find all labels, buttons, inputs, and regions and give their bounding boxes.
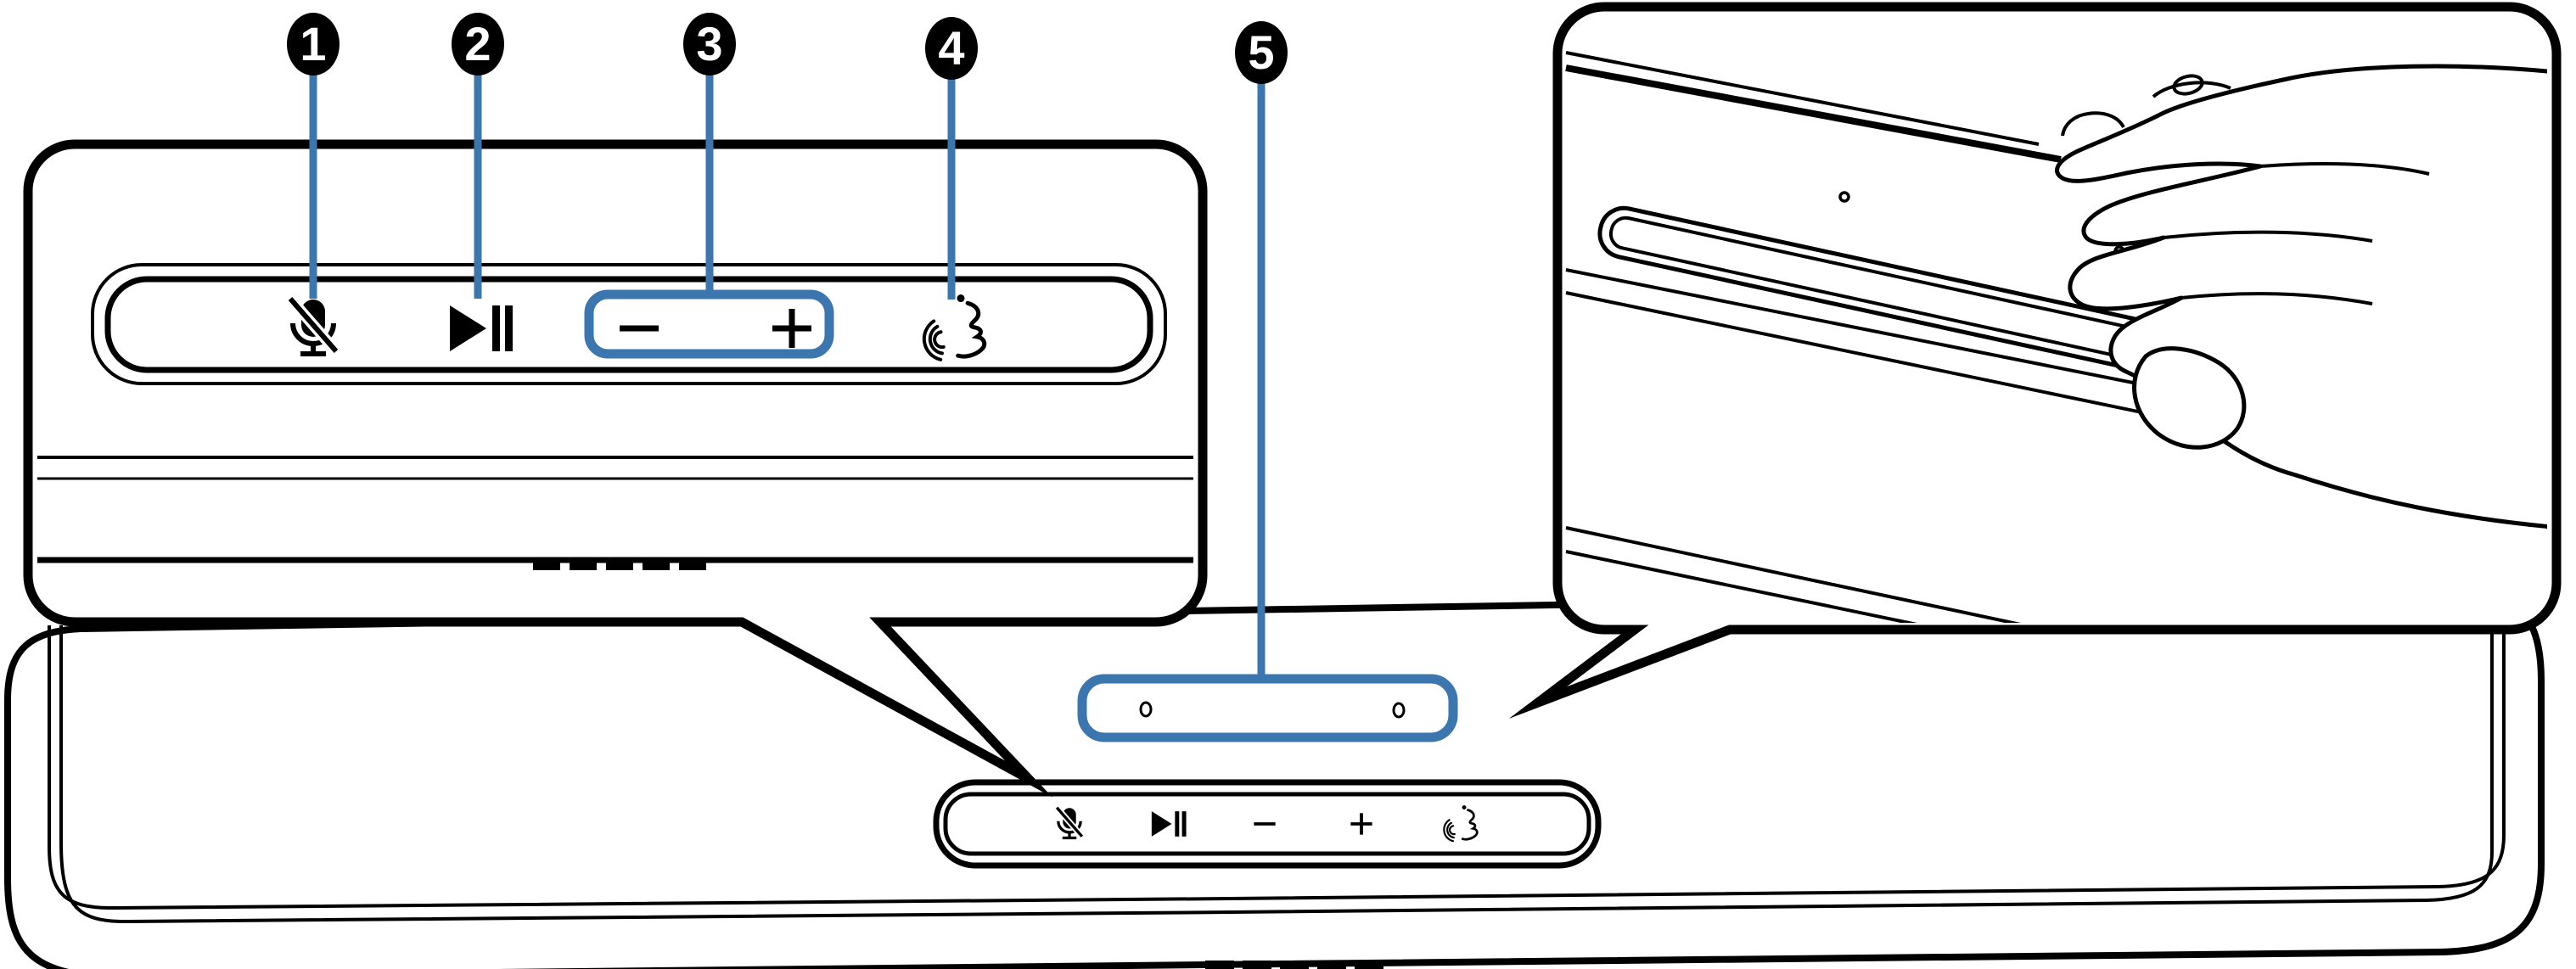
soundbar (3, 585, 2545, 969)
microphone-hole (1838, 191, 1850, 203)
fingernail (2152, 74, 2231, 98)
callout-lines (309, 49, 1266, 680)
bubble-front-edge-2 (1565, 550, 2539, 623)
bubble-top-edge-thin (1565, 51, 2040, 146)
finger-crease (2163, 230, 2373, 243)
callout-badge-4: 4 (925, 17, 978, 80)
finger-crease (2259, 162, 2430, 176)
logo-letter-tops (1205, 961, 1383, 969)
soundbar-inner-contour (48, 625, 2506, 910)
touch-gesture-bubble (1508, 2, 2562, 719)
bubble-top-edge-thick (1565, 64, 2062, 163)
callout-number-4: 4 (938, 21, 964, 75)
callout-number-1: 1 (300, 17, 326, 70)
callout-number-2: 2 (464, 17, 491, 70)
top-panel-zoom-bubble (23, 139, 1208, 798)
callout-number-5: 5 (1248, 25, 1274, 79)
callout-badge-3: 3 (683, 13, 736, 76)
microphone-hole (1139, 701, 1153, 718)
fingertip-line (2061, 111, 2125, 137)
callout-number-3: 3 (696, 17, 722, 70)
callout-badge-1: 1 (287, 13, 340, 76)
finger-crease (2180, 292, 2373, 305)
thumb-tip (2132, 346, 2247, 450)
microphones-highlight (1077, 674, 1458, 742)
microphone-hole (1392, 702, 1406, 719)
callout-badge-2: 2 (452, 13, 504, 76)
zoom-logo-letter-tops (533, 562, 706, 570)
soundbar-inner-contour-2 (59, 625, 2494, 924)
bubble-front-edge-1 (1565, 526, 2496, 623)
soundbar-touch-panel (933, 779, 1602, 869)
callout-badge-5: 5 (1235, 21, 1288, 84)
hand-illustration (2055, 64, 2547, 532)
